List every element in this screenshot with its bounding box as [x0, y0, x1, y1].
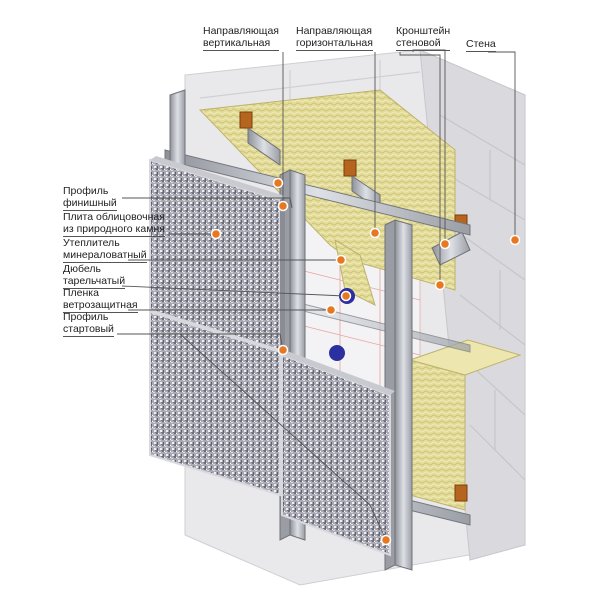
label-line: Направляющая — [203, 25, 279, 37]
label-line: Профиль — [63, 185, 109, 197]
label-line: горизонтальная — [296, 37, 373, 51]
marker-bracket-2 — [434, 279, 446, 291]
label-line: из природного камня — [63, 223, 165, 237]
label-line: минераловатный — [63, 249, 147, 263]
label-line: финишный — [63, 197, 117, 211]
label-guide-horizontal: Направляющая горизонтальная — [296, 25, 373, 52]
marker-insulation — [335, 254, 347, 266]
label-profile-finishing: Профиль финишный — [63, 185, 117, 212]
label-line: стеновой — [396, 37, 451, 51]
label-bracket-wall: Кронштейн стеновой — [396, 25, 451, 52]
label-line: Профиль — [63, 311, 109, 323]
marker-profile-start — [277, 344, 289, 356]
marker-guide-horizontal — [369, 227, 381, 239]
marker-film — [325, 304, 337, 316]
marker-dowel — [340, 290, 352, 302]
label-line: ветрозащитная — [63, 299, 138, 313]
marker-wall — [509, 234, 521, 246]
label-line: Утеплитель — [63, 237, 120, 249]
marker-bracket — [439, 238, 451, 250]
label-guide-vertical: Направляющая вертикальная — [203, 25, 279, 52]
callout-markers — [210, 177, 521, 546]
stone-panels — [149, 156, 395, 557]
label-line: Стена — [466, 38, 496, 52]
label-line: Направляющая — [296, 25, 372, 37]
label-line: Плита облицовочная — [63, 211, 165, 223]
label-line: стартовый — [63, 323, 114, 337]
label-line: Пленка — [63, 287, 99, 299]
label-insulation: Утеплитель минераловатный — [63, 237, 147, 264]
label-line: Дюбель — [63, 263, 101, 275]
label-stone-panel: Плита облицовочная из природного камня — [63, 211, 165, 238]
label-line: вертикальная — [203, 37, 279, 51]
marker-guide-vertical — [277, 200, 289, 212]
marker-stone-panel — [210, 228, 222, 240]
label-line: Кронштейн — [396, 25, 451, 37]
marker-profile-finishing — [272, 177, 284, 189]
label-windproof-film: Пленка ветрозащитная — [63, 287, 138, 314]
label-line: тарельчатый — [63, 275, 126, 289]
label-wall: Стена — [466, 38, 496, 53]
label-profile-start: Профиль стартовый — [63, 311, 114, 338]
marker-profile-start-2 — [380, 534, 392, 546]
label-dowel: Дюбель тарельчатый — [63, 263, 126, 290]
